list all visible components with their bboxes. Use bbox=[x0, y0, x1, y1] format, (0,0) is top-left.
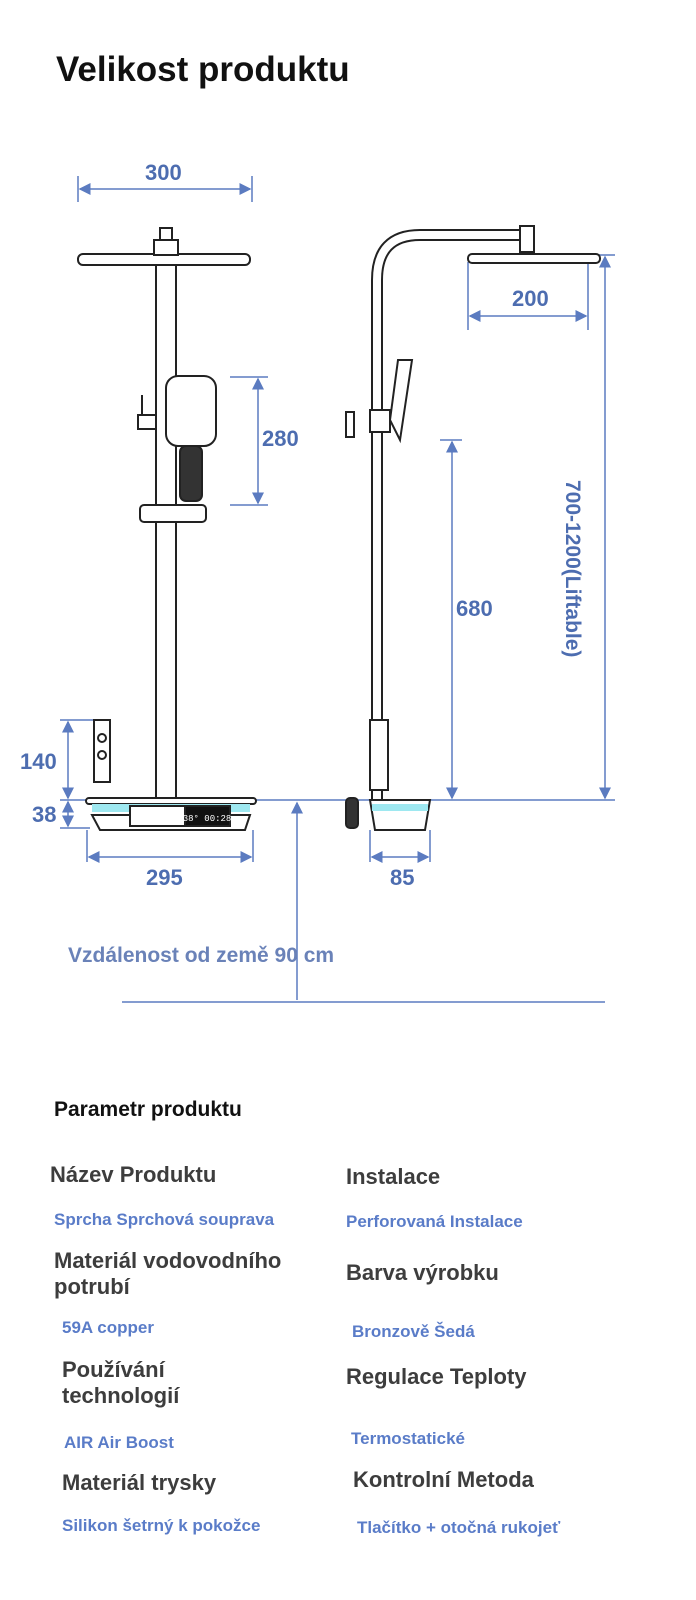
spec-value: Sprcha Sprchová souprava bbox=[54, 1210, 275, 1229]
spec-value: Perforovaná Instalace bbox=[346, 1212, 523, 1231]
spec-label: Používání technologií bbox=[62, 1357, 180, 1408]
spec-label: Materiál vodovodního potrubí bbox=[54, 1248, 282, 1299]
shower-side-view bbox=[345, 225, 601, 831]
dim-side-arm: 200 bbox=[512, 286, 549, 311]
spec-value: 59A copper bbox=[62, 1318, 154, 1337]
spec-label: Instalace bbox=[346, 1164, 441, 1189]
dim-base-height: 38 bbox=[32, 802, 57, 827]
dim-lift-range: 700-1200(Liftable) bbox=[561, 480, 584, 658]
spec-value: Termostatické bbox=[351, 1429, 466, 1448]
spec-value: Silikon šetrný k pokožce bbox=[62, 1516, 261, 1535]
spec-label: Barva výrobku bbox=[346, 1260, 499, 1285]
dim-height-680: 680 bbox=[456, 596, 493, 621]
dim-base-depth: 85 bbox=[390, 865, 415, 890]
spec-label: Kontrolní Metoda bbox=[353, 1467, 534, 1492]
spec-value: AIR Air Boost bbox=[64, 1433, 174, 1452]
dimension-drawing: 38° 00:28 bbox=[60, 176, 615, 1003]
floor-distance-label: Vzdálenost od země 90 cm bbox=[68, 944, 335, 967]
spec-value: Bronzově Šedá bbox=[352, 1322, 475, 1341]
dimension-lines bbox=[60, 176, 615, 1003]
spec-value: Tlačítko + otočná rukojeť bbox=[357, 1518, 561, 1537]
display-readout: 38° 00:28 bbox=[183, 814, 232, 824]
shower-front-view bbox=[77, 227, 257, 831]
dim-hand-unit: 140 bbox=[20, 749, 57, 774]
spec-label: Materiál trysky bbox=[62, 1470, 217, 1495]
page-title: Velikost produktu bbox=[56, 50, 350, 89]
dim-hand-shower: 280 bbox=[262, 426, 299, 451]
dim-base-width: 295 bbox=[146, 865, 183, 890]
spec-title: Parametr produktu bbox=[54, 1098, 242, 1121]
spec-label: Název Produktu bbox=[50, 1162, 217, 1187]
dim-head-width: 300 bbox=[145, 160, 182, 185]
spec-label: Regulace Teploty bbox=[346, 1364, 527, 1389]
